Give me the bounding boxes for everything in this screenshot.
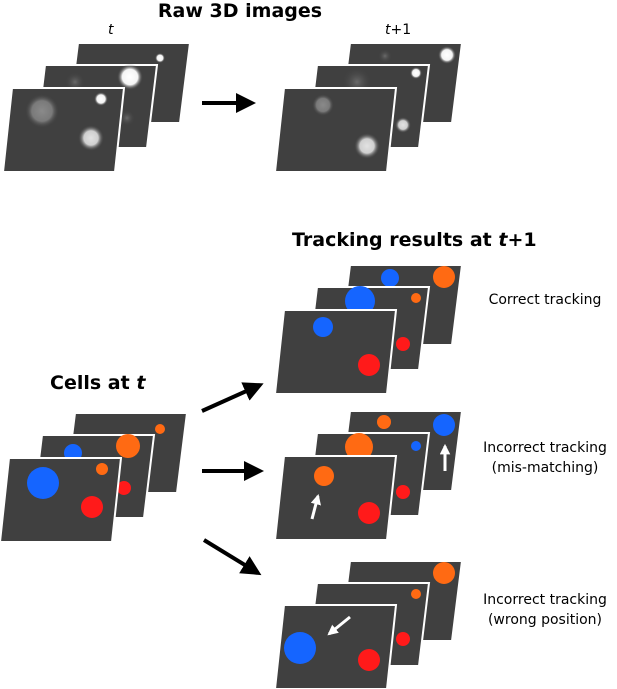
result-wrong-line2: (wrong position) bbox=[487, 612, 603, 628]
mismatch-front-white-arrow bbox=[310, 493, 321, 520]
time-t1-label-var: t bbox=[385, 22, 391, 38]
raw-stack-t1 bbox=[273, 42, 464, 173]
correct-back-cell-orange bbox=[433, 266, 455, 288]
correct-front-panel bbox=[273, 309, 398, 395]
correct-mid-cell-red bbox=[396, 337, 410, 351]
cells-t-mid-cell-orange bbox=[116, 434, 140, 458]
raw-t1-mid-blob-3 bbox=[395, 117, 411, 133]
tracking-title-prefix: Tracking results at bbox=[292, 229, 499, 251]
wrong-front-cell-blue bbox=[284, 632, 316, 664]
tracking-results-title: Tracking results at t+1 bbox=[292, 229, 537, 251]
result-wrong-position-label: Incorrect tracking (wrong position) bbox=[470, 590, 617, 630]
cells-t-mid-cell-red bbox=[117, 481, 131, 495]
correct-back-cell-blue bbox=[381, 269, 399, 287]
cells-stack-t bbox=[0, 412, 189, 543]
time-t1-label-suffix: +1 bbox=[390, 22, 412, 38]
time-t-label: t bbox=[108, 22, 114, 38]
raw-t1-front-blob-2 bbox=[354, 133, 380, 159]
result-wrong-line1: Incorrect tracking bbox=[483, 592, 607, 608]
mismatch-back-cell-orange bbox=[377, 415, 391, 429]
correct-mid-cell-blue bbox=[345, 286, 375, 316]
mismatch-front-cell-orange bbox=[314, 466, 334, 486]
tracking-title-suffix: +1 bbox=[507, 229, 537, 251]
wrong-front-cell-red bbox=[358, 649, 380, 671]
result-mismatch-line1: Incorrect tracking bbox=[483, 440, 607, 456]
raw-t1-back-blob-2 bbox=[438, 46, 456, 64]
arrow-to-wrong-position bbox=[202, 538, 262, 576]
raw-t-back-blob bbox=[155, 53, 165, 63]
mismatch-back-cell-blue bbox=[433, 414, 455, 436]
mismatch-mid-cell-blue bbox=[411, 441, 421, 451]
result-mismatch-stack bbox=[273, 410, 464, 541]
raw-t1-front-panel bbox=[273, 87, 398, 173]
time-t1-label: t+1 bbox=[385, 22, 411, 38]
tracking-title-var: t bbox=[498, 229, 508, 251]
raw-t1-front-blob-1 bbox=[312, 94, 334, 116]
mismatch-front-panel bbox=[273, 455, 398, 541]
wrong-back-cell-orange bbox=[433, 562, 455, 584]
raw-t1-back-blob-1 bbox=[378, 49, 392, 63]
cells-t-front-cell-red bbox=[81, 496, 103, 518]
cells-t-back-cell bbox=[155, 424, 165, 434]
cells-t-front-cell-blue bbox=[27, 467, 59, 499]
cells-t-front-cell-orange bbox=[96, 463, 108, 475]
correct-mid-cell-orange bbox=[411, 293, 421, 303]
raw-t-front-blob-1 bbox=[25, 94, 59, 128]
correct-front-cell-blue bbox=[313, 317, 333, 337]
result-correct-label: Correct tracking bbox=[488, 292, 602, 308]
wrong-mid-cell-orange bbox=[411, 589, 421, 599]
mismatch-front-cell-red bbox=[358, 502, 380, 524]
raw-t-mid-blob-2 bbox=[117, 64, 143, 90]
result-correct-stack bbox=[273, 264, 464, 395]
raw-t-front-blob-2 bbox=[94, 92, 108, 106]
wrong-front-white-arrow bbox=[327, 615, 351, 636]
mismatch-mid-cell-red bbox=[396, 485, 410, 499]
correct-front-cell-red bbox=[358, 354, 380, 376]
raw-t-mid-blob-3 bbox=[119, 110, 135, 126]
cells-title-prefix: Cells at bbox=[50, 372, 137, 394]
arrow-to-correct bbox=[201, 382, 264, 413]
mismatch-mid-cell-orange bbox=[345, 433, 373, 461]
wrong-mid-cell-red bbox=[396, 632, 410, 646]
cells-at-t-title: Cells at t bbox=[50, 372, 145, 394]
result-mismatch-label: Incorrect tracking (mis-matching) bbox=[470, 438, 617, 478]
raw-t1-mid-blob-2 bbox=[410, 67, 422, 79]
result-wrong-position-stack bbox=[273, 560, 464, 689]
cells-title-var: t bbox=[136, 372, 146, 394]
raw-images-title: Raw 3D images bbox=[157, 0, 323, 22]
result-mismatch-line2: (mis-matching) bbox=[491, 460, 599, 476]
raw-t-front-blob-3 bbox=[78, 125, 104, 151]
raw-stack-t bbox=[1, 42, 192, 173]
